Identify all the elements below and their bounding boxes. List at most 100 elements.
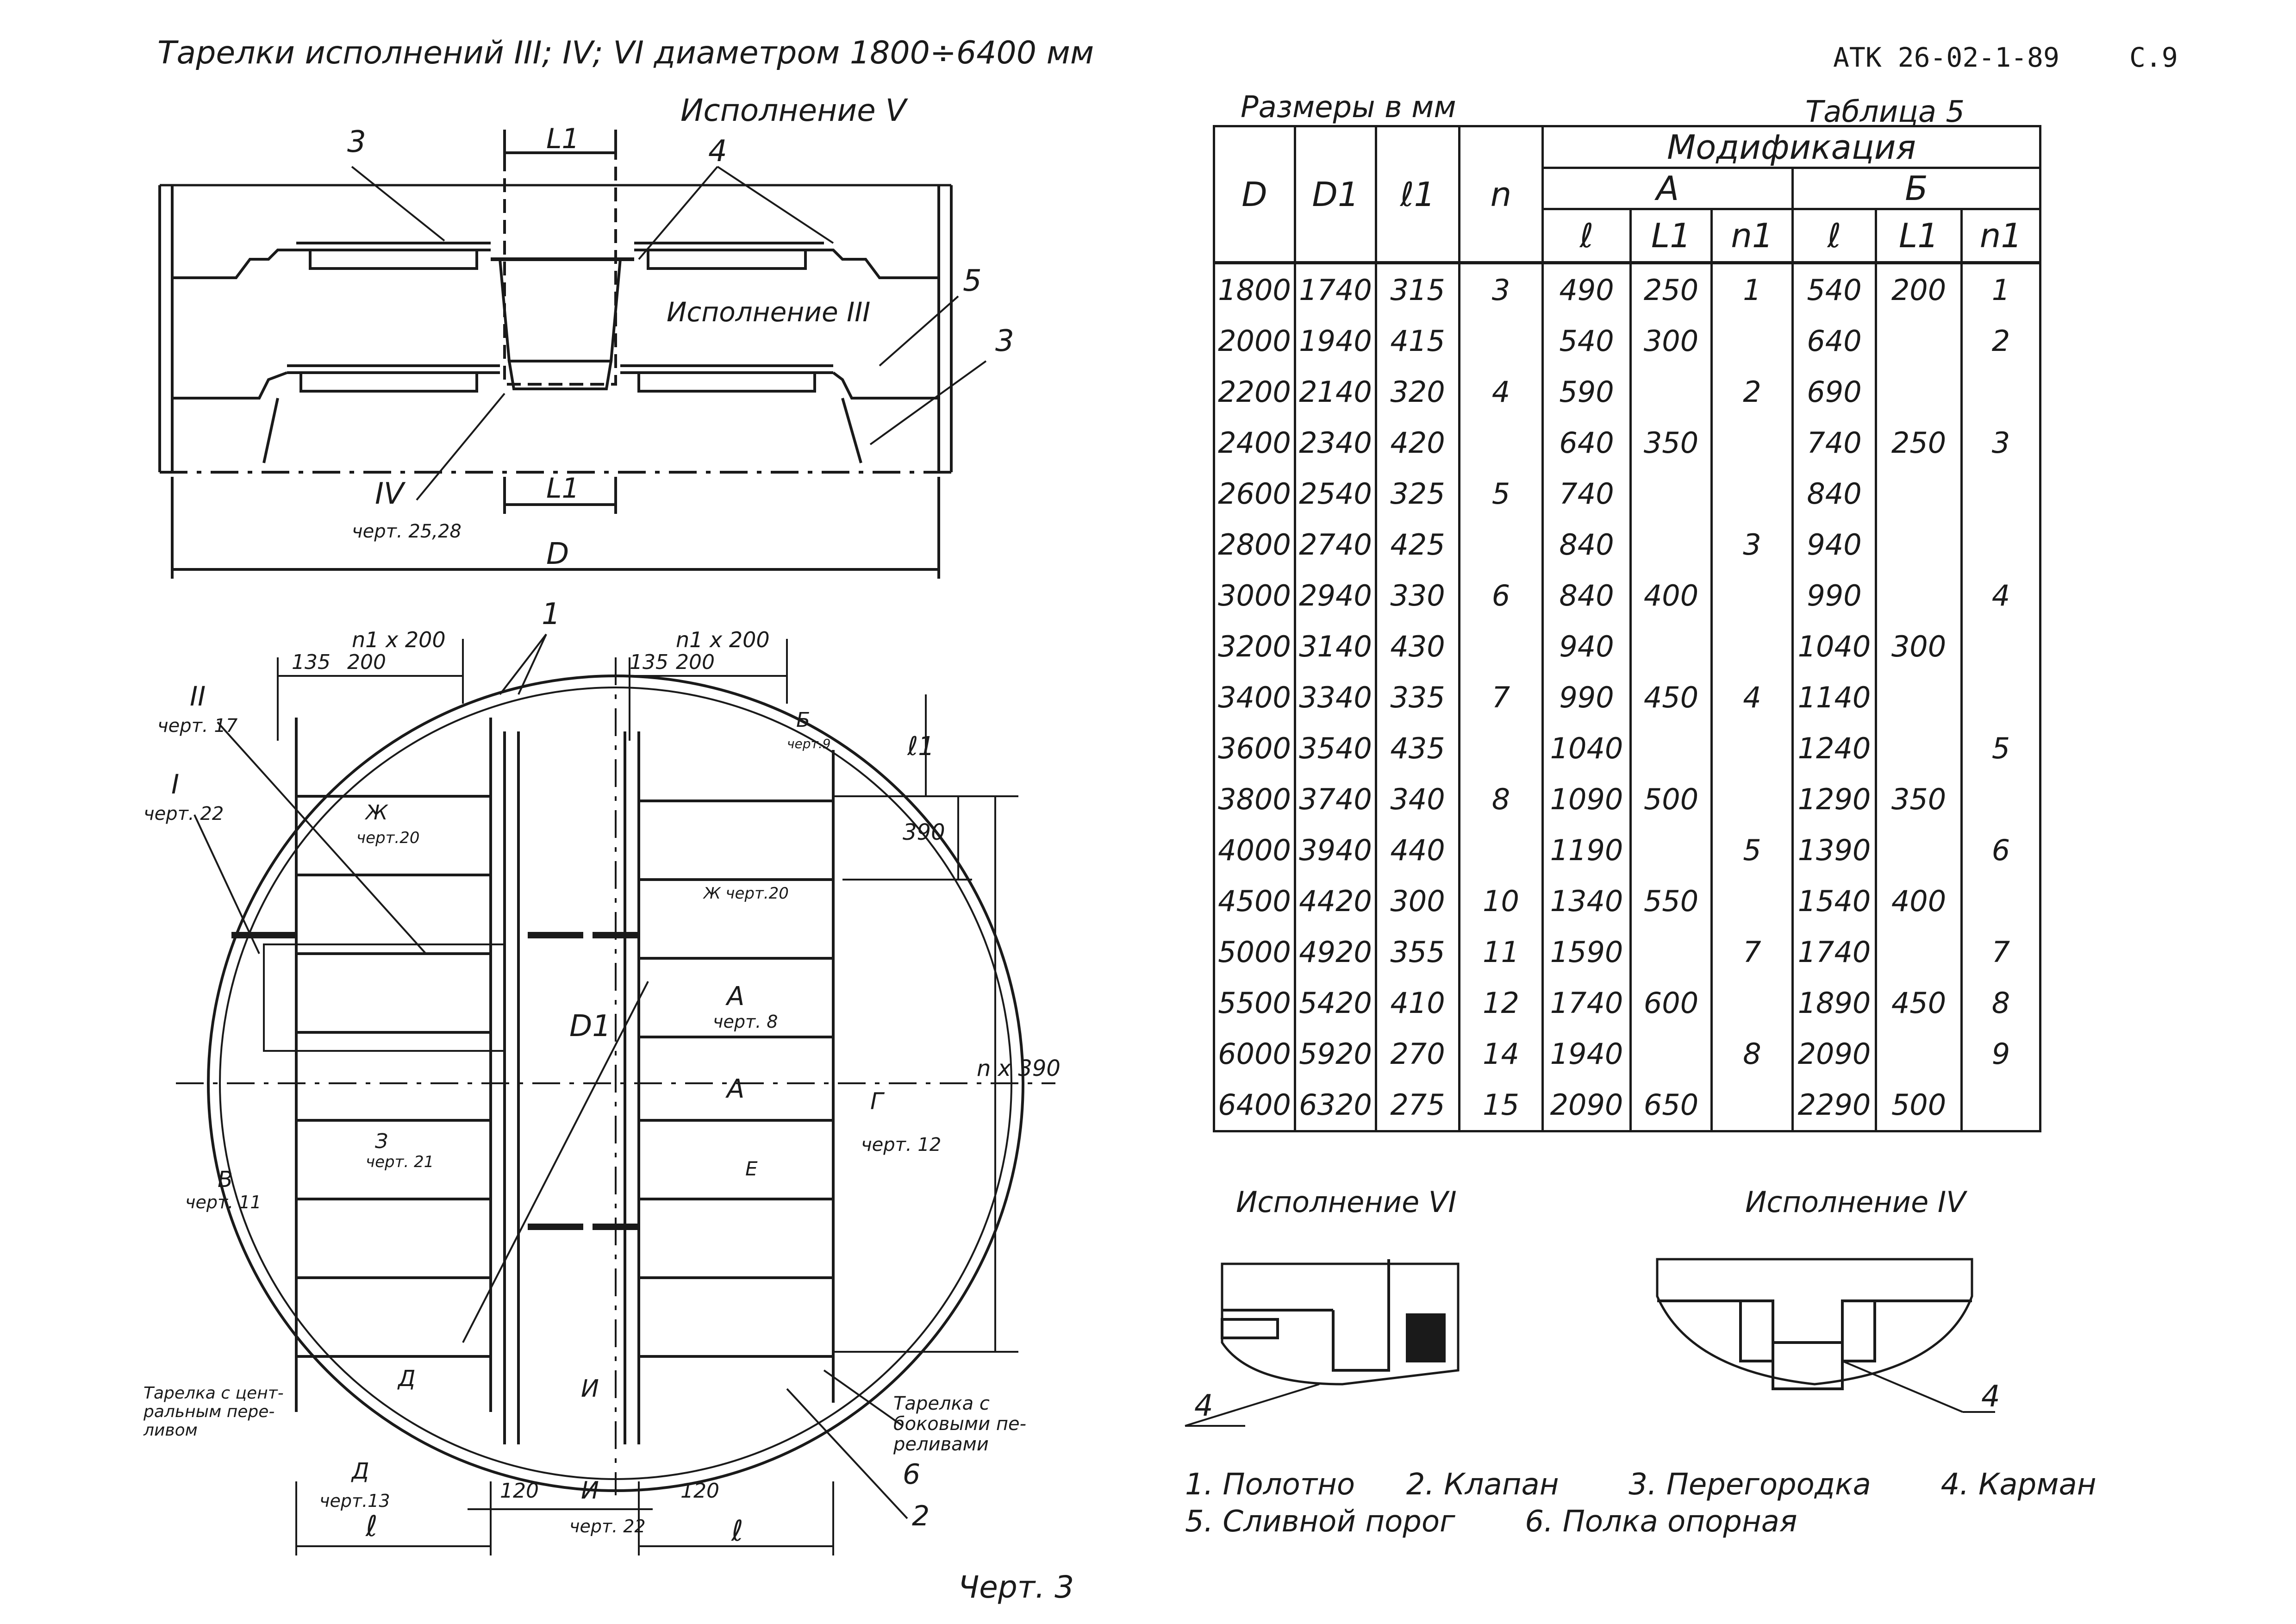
cell-D: 2800: [1213, 519, 1296, 570]
cell-D: 2200: [1213, 366, 1296, 417]
cell-Bl: 2290: [1791, 1079, 1877, 1132]
cell-n: 11: [1458, 926, 1544, 977]
cell-An1: 4: [1710, 672, 1794, 723]
cell-Bl: 1290: [1791, 774, 1877, 824]
legend-line-1: 1. Полотно 2. Клапан 3. Перегородка 4. К…: [1185, 1468, 2096, 1502]
cell-Bn1: 4: [1960, 570, 2041, 621]
sub-header-B: Б: [1791, 167, 2041, 210]
cell-Bn1: 8: [1960, 977, 2041, 1028]
cell-D1: 5920: [1294, 1028, 1377, 1079]
cell-AL1: 550: [1629, 875, 1713, 926]
cell-Bn1: 5: [1960, 723, 2041, 774]
cell-D: 1800: [1213, 261, 1296, 315]
cell-Bl: 2090: [1791, 1028, 1877, 1079]
cell-Bn1: 2: [1960, 315, 2041, 366]
page-title: Тарелки исполнений III; IV; VI диаметром…: [157, 35, 1094, 71]
cell-n: [1458, 519, 1544, 570]
dim-200-right: 200: [676, 650, 715, 674]
cell-AL1: [1629, 468, 1713, 519]
cell-BL1: 450: [1875, 977, 1963, 1028]
callout-3-right: 3: [995, 324, 1014, 358]
cell-An1: [1710, 774, 1794, 824]
cell-BL1: [1875, 926, 1963, 977]
cell-n: 4: [1458, 366, 1544, 417]
cell-D1: 1740: [1294, 261, 1377, 315]
cell-AL1: [1629, 1028, 1713, 1079]
label-A: А: [727, 981, 745, 1012]
cell-D1: 3340: [1294, 672, 1377, 723]
cell-Al: 590: [1541, 366, 1632, 417]
dim-l-left: ℓ: [366, 1509, 378, 1543]
cell-BL1: [1875, 824, 1963, 875]
cell-An1: [1710, 417, 1794, 468]
cell-l1: 435: [1375, 723, 1460, 774]
cell-Al: 490: [1541, 261, 1632, 315]
section-view: [158, 130, 987, 579]
cell-An1: 1: [1710, 261, 1794, 315]
label-D1: D1: [569, 1009, 611, 1043]
cell-D1: 4420: [1294, 875, 1377, 926]
cell-D: 3200: [1213, 621, 1296, 672]
cell-n: [1458, 621, 1544, 672]
cell-Al: 1590: [1541, 926, 1632, 977]
cell-D1: 4920: [1294, 926, 1377, 977]
cell-An1: [1710, 977, 1794, 1028]
cell-D1: 5420: [1294, 977, 1377, 1028]
label-A2: А: [727, 1074, 745, 1104]
cell-n: 14: [1458, 1028, 1544, 1079]
cell-An1: 3: [1710, 519, 1794, 570]
cell-AL1: 650: [1629, 1079, 1713, 1132]
cell-Al: 1940: [1541, 1028, 1632, 1079]
cell-D: 3000: [1213, 570, 1296, 621]
cell-l1: 275: [1375, 1079, 1460, 1132]
cell-Al: 1190: [1541, 824, 1632, 875]
cell-Al: 990: [1541, 672, 1632, 723]
group-header-modification: Модификация: [1541, 125, 2041, 169]
cell-l1: 410: [1375, 977, 1460, 1028]
cell-l1: 300: [1375, 875, 1460, 926]
cell-Al: 640: [1541, 417, 1632, 468]
col-header-A-l: ℓ: [1541, 208, 1632, 264]
cell-Bn1: [1960, 875, 2041, 926]
cell-Bl: 1740: [1791, 926, 1877, 977]
cell-BL1: [1875, 570, 1963, 621]
cell-Bl: 640: [1791, 315, 1877, 366]
callout-4-top: 4: [708, 134, 727, 169]
callout-3-top: 3: [347, 125, 366, 159]
cell-An1: [1710, 621, 1794, 672]
label-n1x200-right: n1 x 200: [676, 627, 770, 652]
cell-D1: 2140: [1294, 366, 1377, 417]
cell-Bl: 690: [1791, 366, 1877, 417]
cell-BL1: [1875, 366, 1963, 417]
cell-An1: [1710, 723, 1794, 774]
label-L1-bottom: L1: [546, 472, 580, 505]
cell-Bl: 1390: [1791, 824, 1877, 875]
cell-n: 6: [1458, 570, 1544, 621]
legend-item-5: 5. Сливной порог: [1185, 1505, 1455, 1539]
label-G-ref: черт. 12: [861, 1134, 942, 1156]
cell-l1: 340: [1375, 774, 1460, 824]
cell-BL1: 350: [1875, 774, 1963, 824]
cell-D1: 3140: [1294, 621, 1377, 672]
legend-item-3: 3. Перегородка: [1628, 1468, 1871, 1502]
col-header-D: D: [1213, 125, 1296, 264]
cell-AL1: 350: [1629, 417, 1713, 468]
dim-135-left: 135: [292, 650, 331, 674]
label-D-section: Д: [352, 1458, 369, 1484]
cell-BL1: [1875, 1028, 1963, 1079]
cell-D1: 1940: [1294, 315, 1377, 366]
cell-Bn1: 1: [1960, 261, 2041, 315]
label-I-cyr-bottom: И: [581, 1477, 599, 1505]
cell-Bn1: [1960, 519, 2041, 570]
cell-l1: 440: [1375, 824, 1460, 875]
